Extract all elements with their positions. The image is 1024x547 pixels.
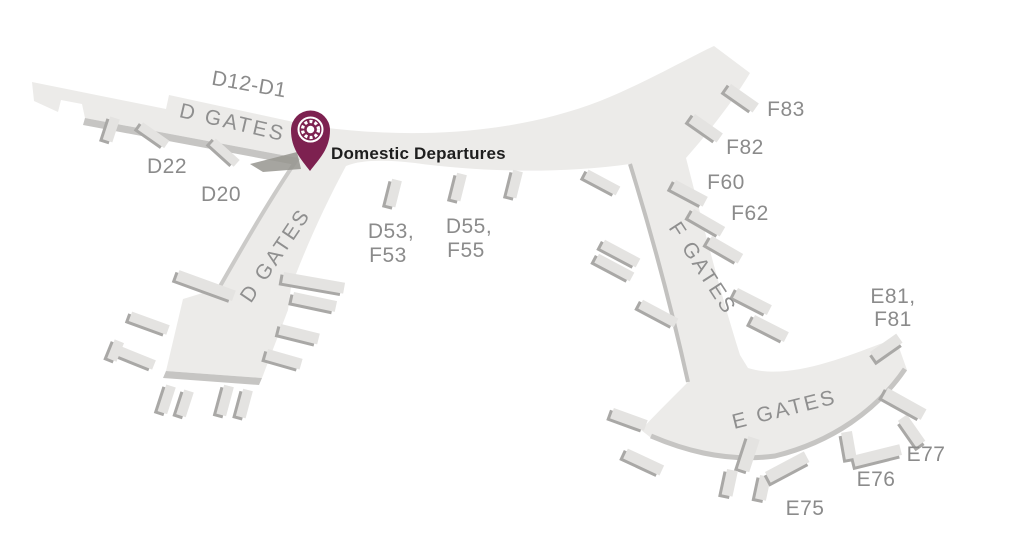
pin-shadow xyxy=(250,152,301,172)
gate-finger xyxy=(103,339,156,372)
gate-finger xyxy=(212,384,234,419)
gate-finger xyxy=(171,270,236,303)
gate-label-f55: F55 xyxy=(447,239,485,262)
gate-finger xyxy=(606,407,648,433)
domestic-departures-marker[interactable] xyxy=(250,110,330,172)
gate-label-f83: F83 xyxy=(767,98,805,121)
pin-emblem-center xyxy=(306,125,315,134)
gate-finger xyxy=(728,287,772,317)
gate-finger xyxy=(288,292,338,315)
gate-finger xyxy=(634,299,679,329)
gate-finger xyxy=(381,178,402,210)
gate-label-f82: F82 xyxy=(726,136,764,159)
gate-label-e77: E77 xyxy=(907,443,946,466)
concourse-outline xyxy=(32,46,907,459)
marker-label: Domestic Departures xyxy=(331,144,506,163)
gate-finger xyxy=(232,388,253,421)
block-edge-shade xyxy=(163,371,262,385)
d-pier-edge-shade xyxy=(217,156,300,289)
gate-label-e81: E81, xyxy=(870,285,915,308)
gate-finger-e77 xyxy=(878,388,927,421)
gate-label-d12-d1: D12-D1 xyxy=(210,67,288,103)
gate-label-d53: D53, xyxy=(368,220,414,243)
gate-finger xyxy=(666,179,708,208)
gate-finger xyxy=(172,389,194,420)
gate-finger xyxy=(133,122,170,149)
gate-finger xyxy=(153,384,176,417)
gate-finger xyxy=(205,138,240,167)
gate-finger xyxy=(590,253,635,283)
gate-finger xyxy=(619,448,665,477)
gate-finger xyxy=(579,169,621,197)
gate-finger xyxy=(745,314,789,344)
gate-label-f60: F60 xyxy=(707,171,745,194)
gate-finger xyxy=(99,116,120,145)
gate-finger xyxy=(596,239,641,269)
gate-label-d55: D55, xyxy=(446,215,492,238)
gate-finger xyxy=(124,311,170,337)
gate-label-f53: F53 xyxy=(369,244,407,267)
gate-finger xyxy=(684,114,723,144)
gate-label-f62: F62 xyxy=(731,202,769,225)
gate-finger xyxy=(869,333,903,366)
gate-label-d22: D22 xyxy=(147,155,187,178)
gate-label-e76: E76 xyxy=(857,468,896,491)
pin-emblem-segment-ring xyxy=(300,119,321,140)
gate-finger xyxy=(278,271,346,297)
gate-label-e75: E75 xyxy=(786,497,825,520)
gate-finger-e75 xyxy=(718,436,810,504)
pin-emblem-outer-ring xyxy=(297,116,324,143)
gate-finger xyxy=(702,235,744,265)
f-pier-edge-shade xyxy=(628,163,690,383)
gate-finger-e76 xyxy=(838,414,926,471)
gate-finger xyxy=(720,83,759,114)
gate-label-d20: D20 xyxy=(201,183,241,206)
gate-finger xyxy=(274,324,320,347)
fan-edge-shade xyxy=(650,367,908,461)
gate-label-f81: F81 xyxy=(874,308,912,331)
gate-finger xyxy=(502,169,523,201)
gate-finger xyxy=(261,348,303,372)
gate-finger xyxy=(684,208,726,238)
gate-finger xyxy=(446,172,467,204)
